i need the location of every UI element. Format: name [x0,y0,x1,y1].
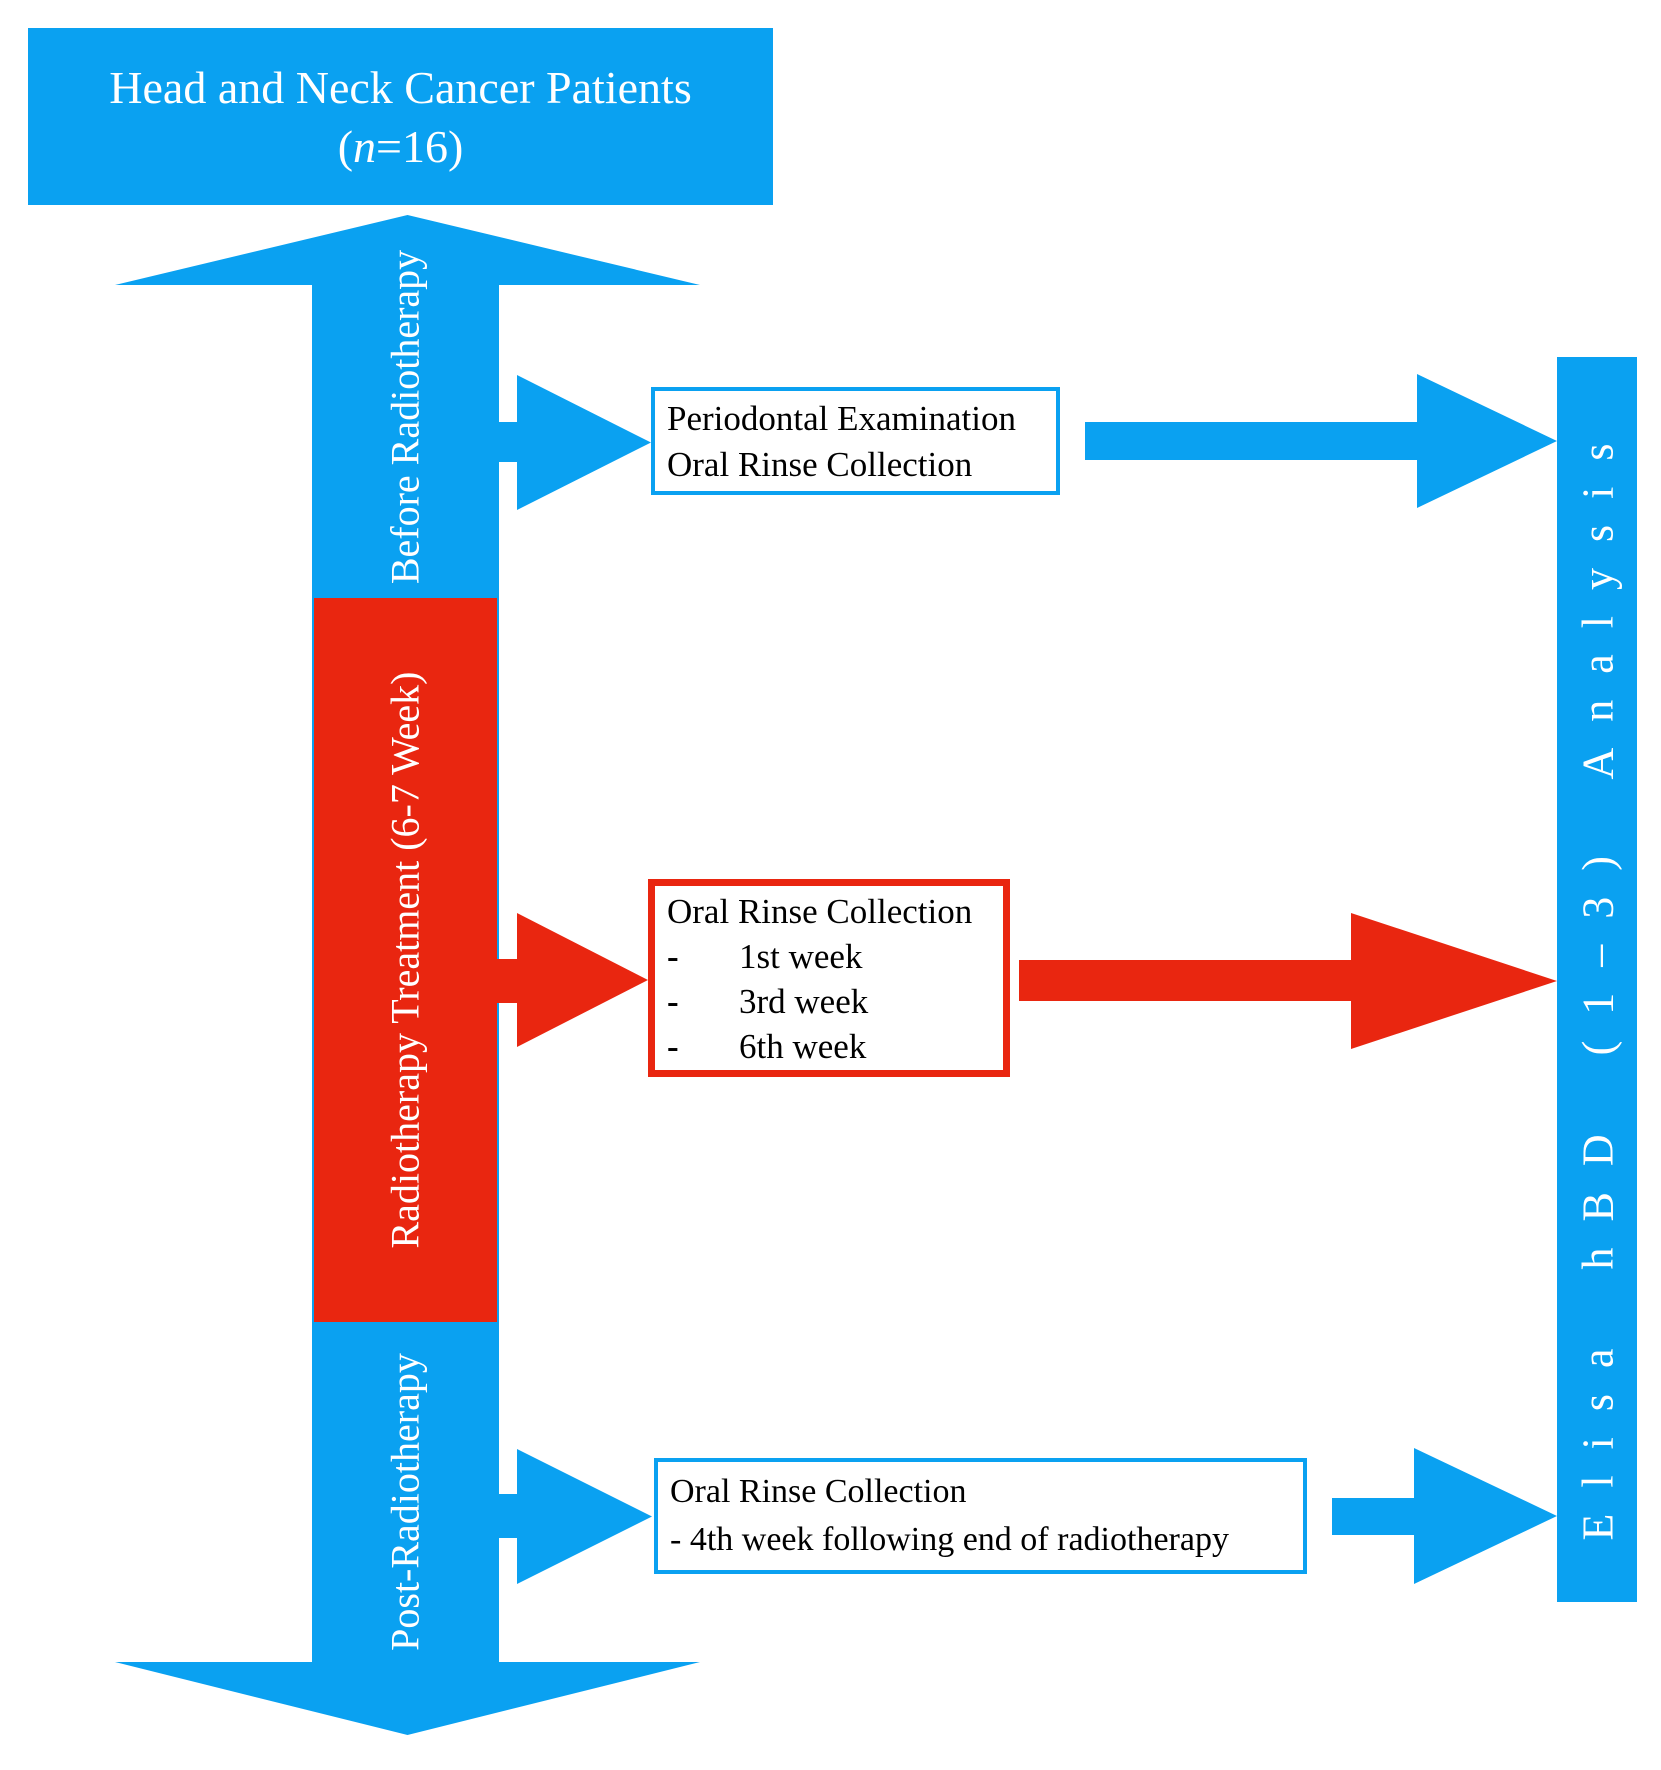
header-n-italic: n [353,120,377,172]
during-collection-bullet: - 6th week [667,1024,1003,1069]
bullet-dash: - [667,982,679,1021]
label-post-radiotherapy: Post-Radiotherapy [382,1353,428,1651]
bullet-dash: - [667,1027,679,1066]
arrow-head-icon [1414,1448,1557,1584]
bullet-text: 3rd week [739,982,869,1021]
post-collection-line2: - 4th week following end of radiotherapy [670,1521,1229,1558]
bullet-dash: - [667,937,679,976]
header-n-open: ( [337,120,354,172]
periodontal-exam-line1: Periodontal Examination [667,399,1016,438]
timeline-down-arrowhead-icon [115,1662,700,1735]
arrow-head-icon [517,1449,652,1584]
arrow-stub [1085,422,1419,460]
header-box: Head and Neck Cancer Patients (n=16) [28,28,773,205]
during-collection-title: Oral Rinse Collection [667,892,973,931]
during-collection-bullet: - 1st week [667,934,1003,979]
analysis-bar-label: Elisa hBD (1–3) Analysis [1573,417,1623,1541]
post-collection-line1: Oral Rinse Collection [670,1473,967,1510]
timeline-radiotherapy-segment [314,598,497,1322]
arrow-head-icon [1417,374,1557,508]
header-line1: Head and Neck Cancer Patients [109,61,692,113]
arrow-stub [497,1494,519,1538]
arrow-stub [1332,1498,1416,1535]
arrow-stub [497,959,519,1003]
header-line2: (n=16) [28,117,773,176]
label-before-radiotherapy: Before Radiotherapy [382,249,428,585]
arrow-head-icon [517,913,648,1047]
arrow-stub [1019,960,1353,1001]
arrow-head-icon [1351,913,1557,1049]
arrow-head-icon [517,375,651,510]
bullet-text: 6th week [739,1027,867,1066]
label-radiotherapy-treatment: Radiotherapy Treatment (6-7 Week) [382,671,428,1249]
analysis-bar [1557,357,1637,1602]
arrow-stub [497,422,519,462]
header-n-close: =16) [376,120,464,172]
periodontal-exam-line2: Oral Rinse Collection [667,445,973,484]
post-collection-box: Oral Rinse Collection - 4th week followi… [654,1458,1307,1574]
periodontal-exam-box: Periodontal Examination Oral Rinse Colle… [651,387,1060,495]
bullet-text: 1st week [739,937,863,976]
during-collection-box: Oral Rinse Collection - 1st week - 3rd w… [648,879,1010,1077]
during-collection-bullet: - 3rd week [667,979,1003,1024]
